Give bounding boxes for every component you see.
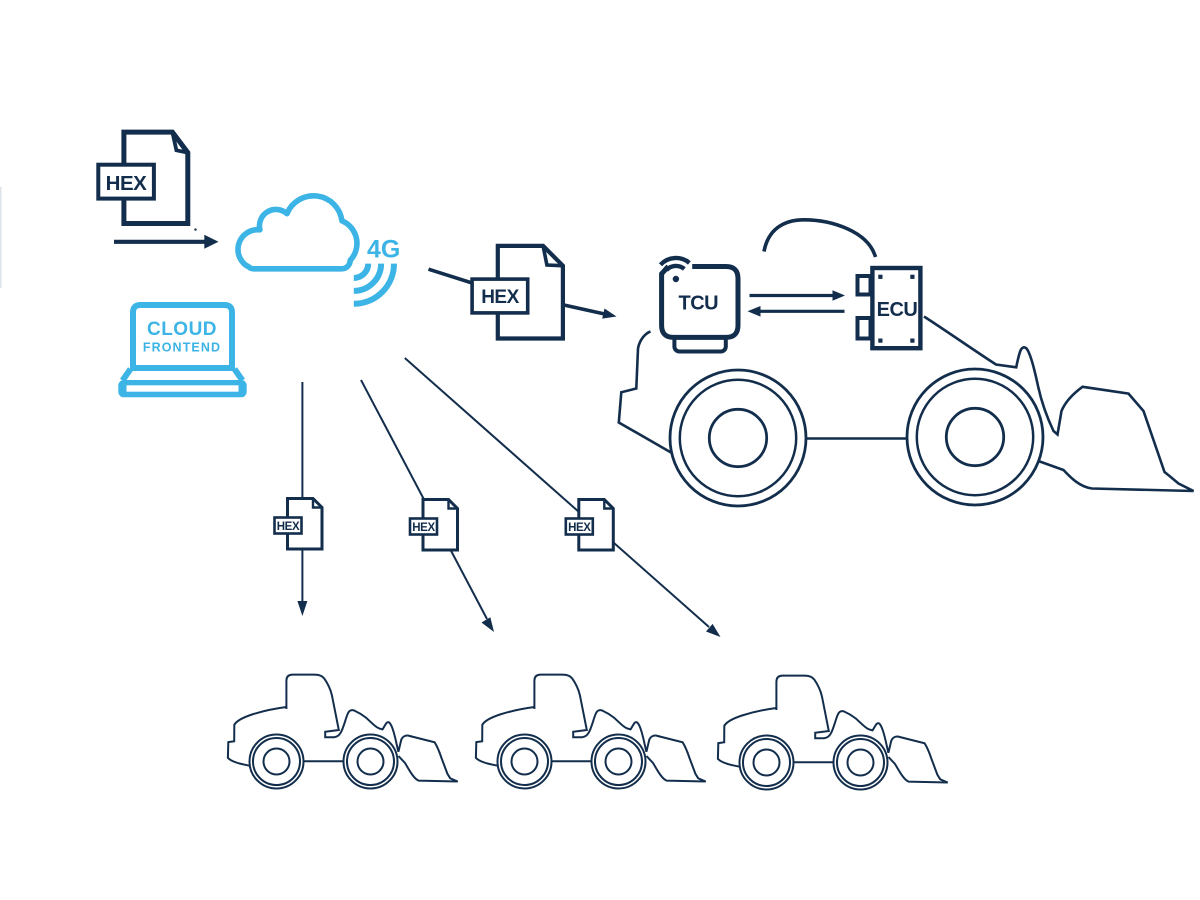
svg-text:HEX: HEX [481,287,519,308]
svg-text:FRONTEND: FRONTEND [143,341,221,355]
svg-text:TCU: TCU [678,293,718,315]
svg-text:ECU: ECU [877,299,918,321]
svg-text:4G: 4G [367,236,400,264]
svg-text:HEX: HEX [277,521,300,533]
svg-text:HEX: HEX [106,172,147,195]
svg-text:CLOUD: CLOUD [147,319,217,340]
